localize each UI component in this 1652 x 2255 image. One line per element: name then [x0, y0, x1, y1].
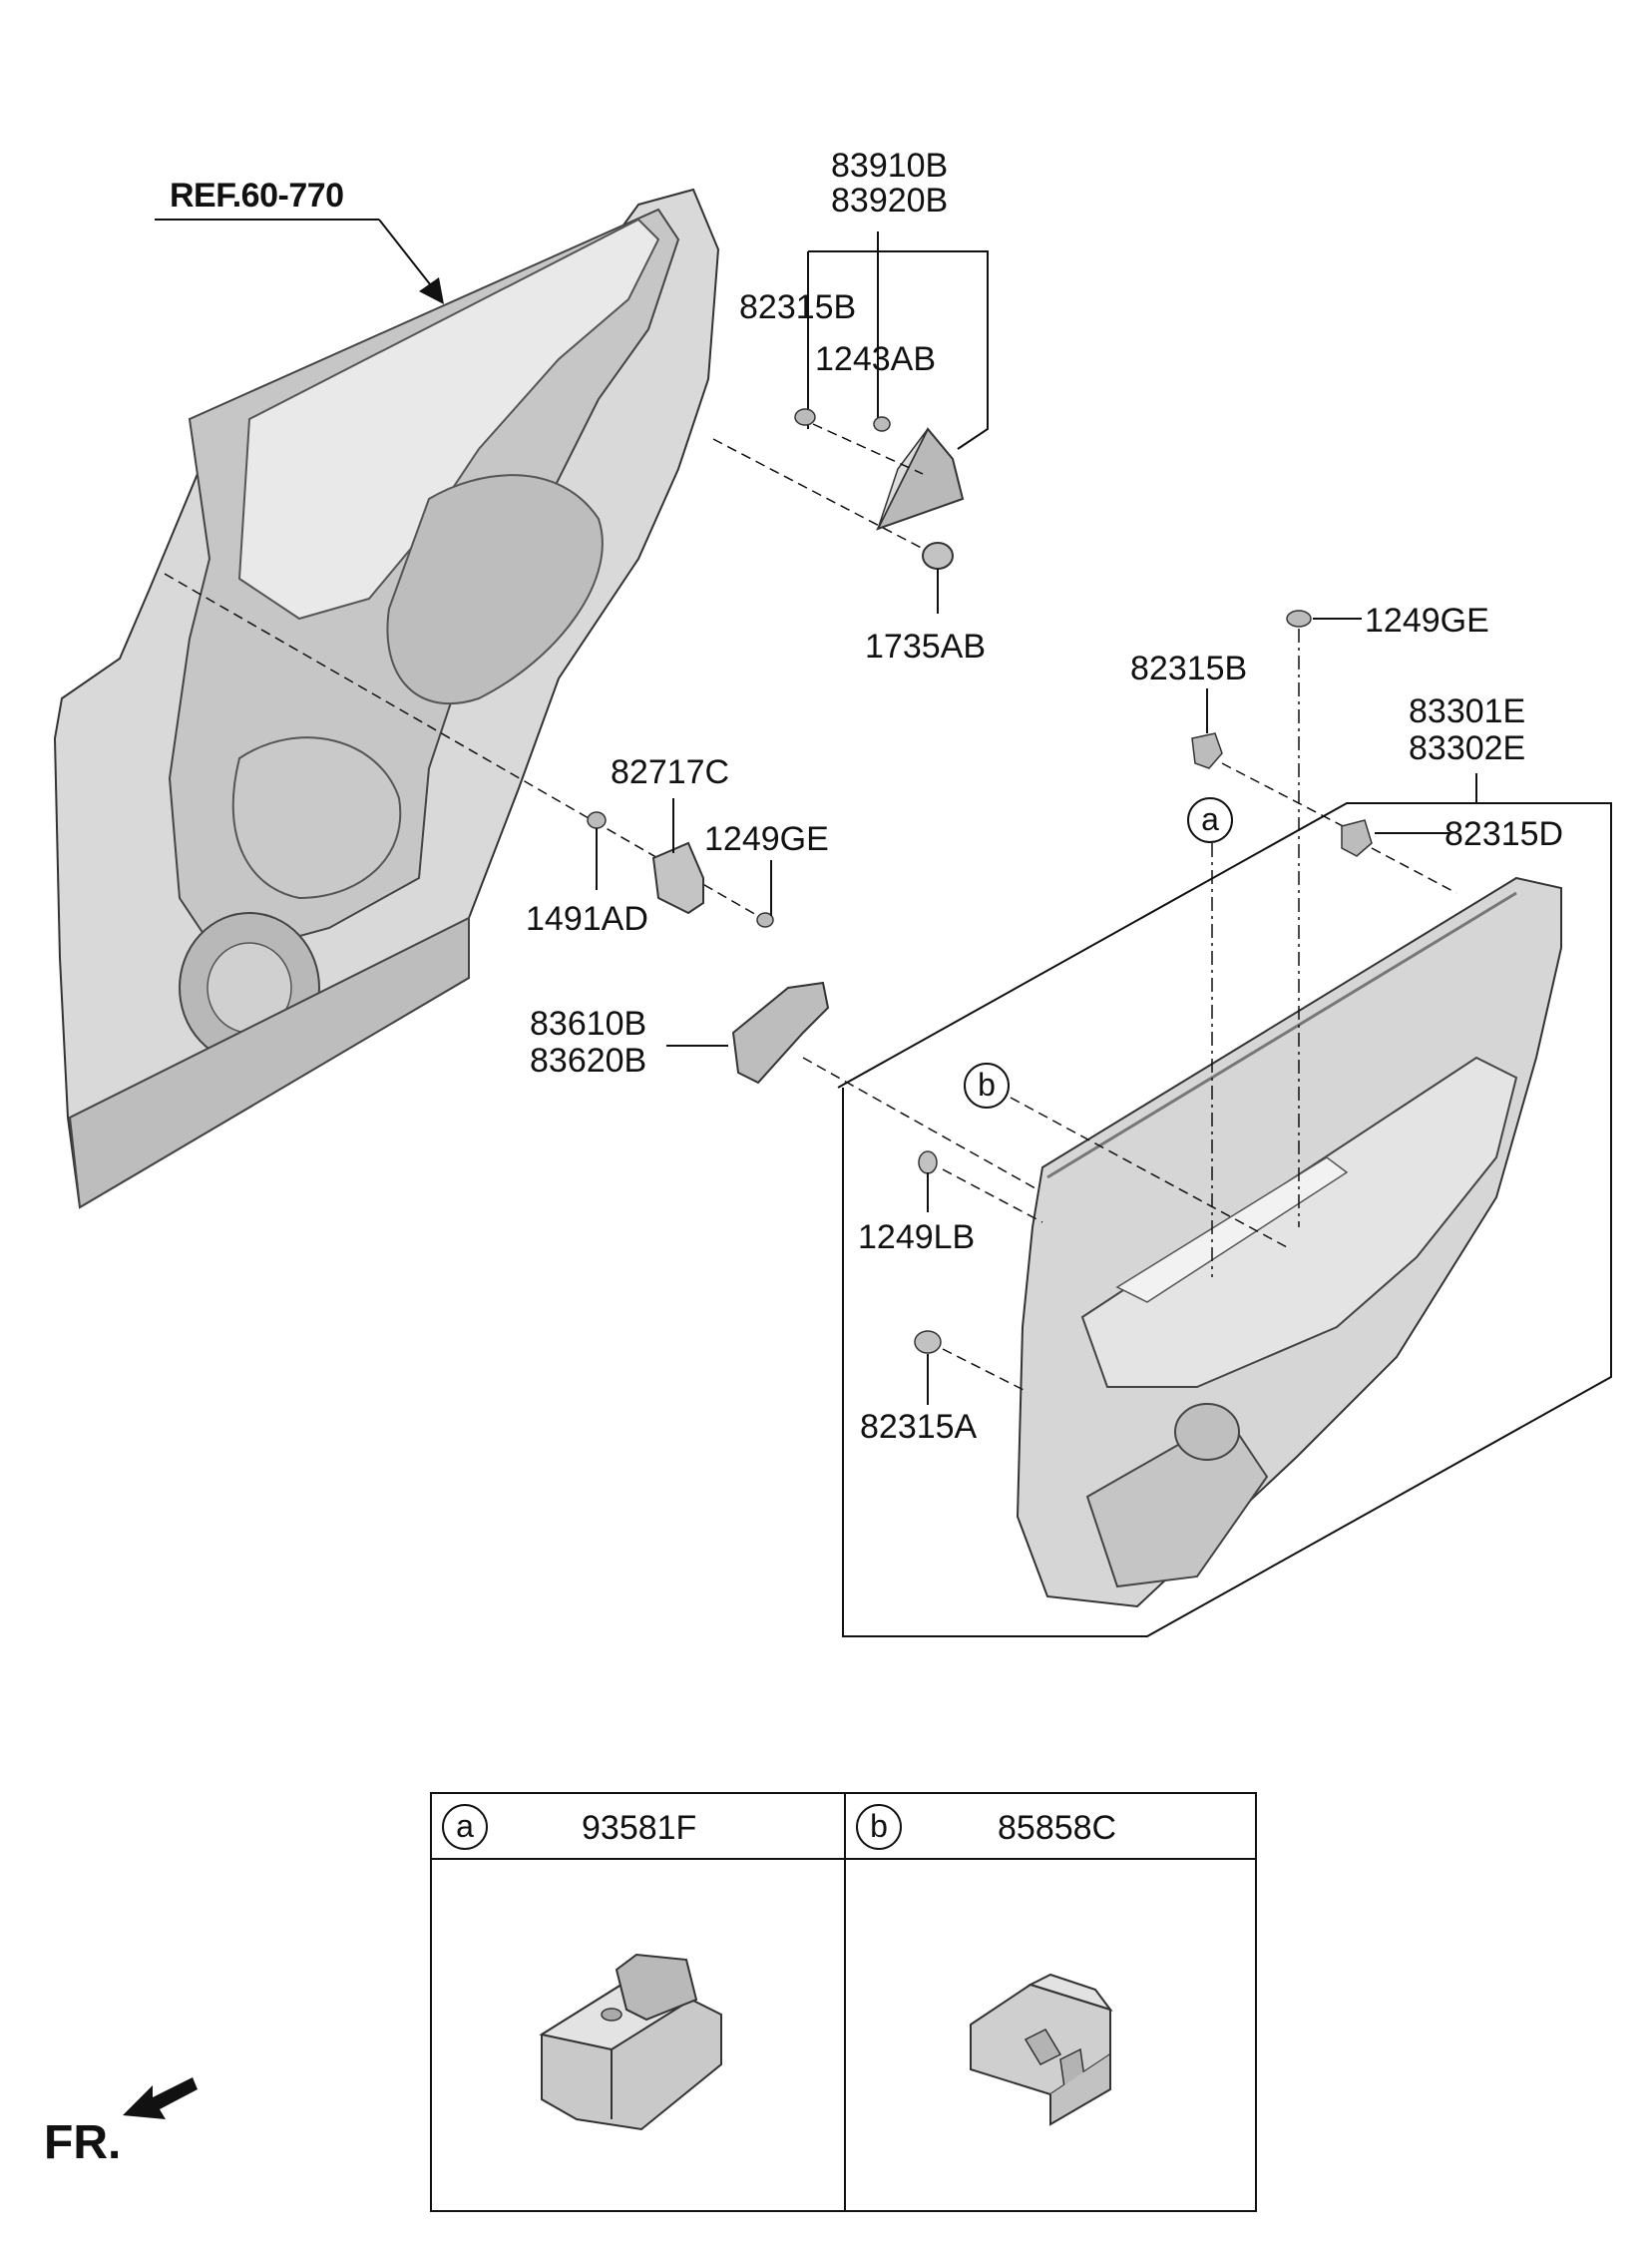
part-label-82315A: 82315A — [860, 1408, 978, 1446]
marker-b: b — [964, 1063, 1010, 1109]
part-label-83620B: 83620B — [530, 1042, 647, 1080]
bracket-82717C — [651, 841, 704, 915]
legend-marker-a: a — [442, 1804, 488, 1850]
inside-handle-83610B — [731, 981, 830, 1085]
part-label-83610B: 83610B — [530, 1005, 647, 1043]
marker-a: a — [1187, 797, 1233, 843]
legend-part-85858C: 85858C — [998, 1809, 1117, 1847]
part-label-82315B-top: 82315B — [739, 288, 857, 326]
grommet-1735AB — [922, 542, 954, 570]
part-label-82315B-mid: 82315B — [1130, 650, 1248, 687]
part-label-82717C: 82717C — [611, 753, 730, 791]
part-label-1735AB: 1735AB — [865, 628, 986, 666]
front-direction-arrow-icon — [123, 2077, 198, 2119]
part-label-1249LB: 1249LB — [858, 1218, 976, 1256]
screw-1243AB — [873, 416, 891, 432]
part-label-82315D: 82315D — [1445, 815, 1564, 853]
clip-82315A — [914, 1330, 942, 1354]
part-label-83910B: 83910B — [831, 147, 949, 185]
legend-header-b: b 85858C — [846, 1794, 1255, 1860]
triangle-cover — [875, 427, 965, 531]
legend-divider — [844, 1794, 846, 2210]
front-direction-label: FR. — [44, 2116, 122, 2169]
clip-82315B-mid — [1191, 732, 1223, 769]
part-label-1243AB: 1243AB — [815, 340, 936, 378]
screw-1249LB — [918, 1150, 938, 1174]
clip-bracket-illustration — [970, 1973, 1113, 2126]
door-frame-panel — [53, 188, 720, 1209]
legend-body-b — [846, 1860, 1255, 2210]
part-label-83301E: 83301E — [1409, 692, 1526, 730]
legend-marker-b: b — [856, 1804, 902, 1850]
legend-table: a 93581F b 85858C — [430, 1792, 1257, 2212]
clip-82315D — [1341, 819, 1373, 857]
legend-part-93581F: 93581F — [582, 1809, 697, 1847]
legend-header-a: a 93581F — [432, 1794, 844, 1860]
ref-label: REF.60-770 — [170, 177, 344, 215]
screw-1249GE-mid — [756, 912, 774, 928]
legend-body-a — [432, 1860, 844, 2210]
part-label-1249GE-mid: 1249GE — [704, 820, 829, 858]
clip-1491AD — [587, 811, 607, 829]
part-label-1249GE-top: 1249GE — [1365, 602, 1489, 640]
screw-1249GE-top — [1286, 610, 1312, 628]
part-label-1491AD: 1491AD — [526, 900, 648, 938]
door-trim-panel — [1016, 876, 1562, 1608]
screw-82315B-top — [794, 408, 816, 426]
part-label-83302E: 83302E — [1409, 729, 1526, 767]
window-switch-illustration — [539, 1953, 722, 2131]
part-label-83920B: 83920B — [831, 182, 949, 220]
